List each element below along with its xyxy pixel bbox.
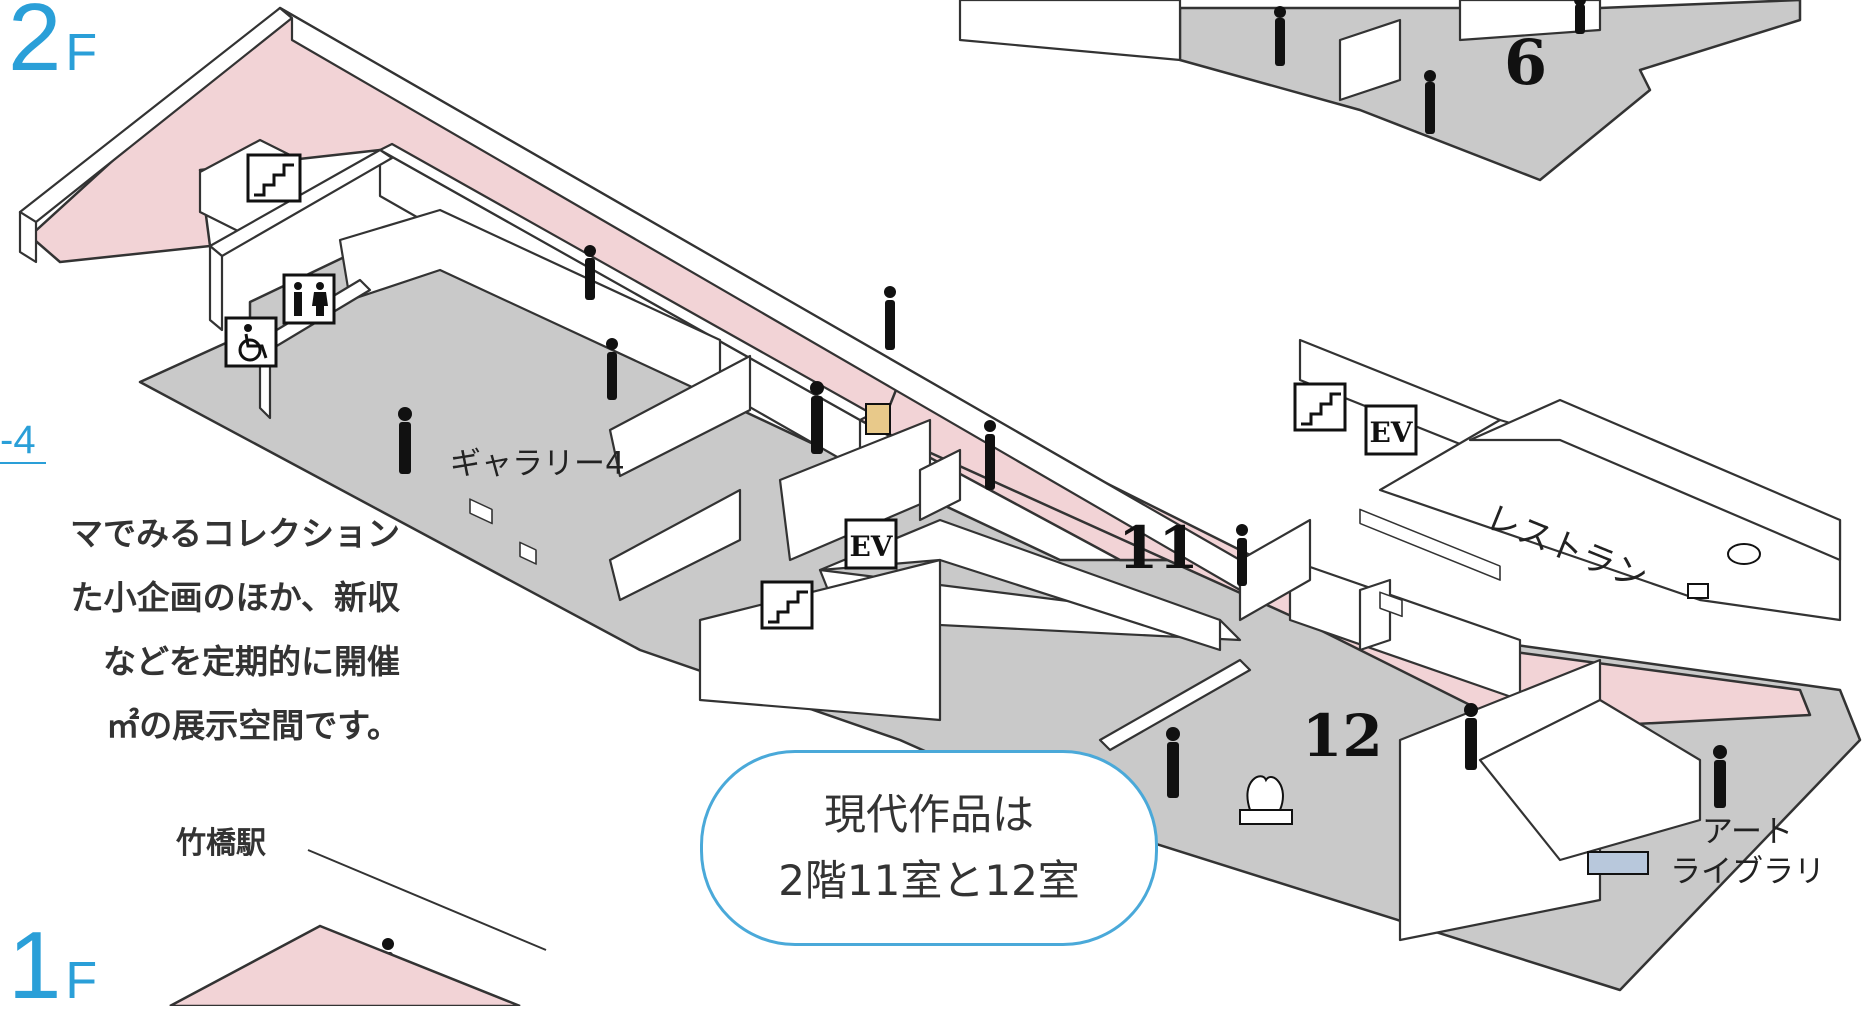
gallery-4-link[interactable]: -4	[0, 418, 46, 464]
wheelchair-icon	[224, 316, 278, 368]
room-label-gallery4: ギャラリー4	[450, 446, 625, 482]
art-library-line1: アート	[1701, 814, 1794, 850]
description-line: ㎡の展示空間です。	[106, 706, 400, 745]
room-number-12: 12	[1302, 702, 1383, 770]
room-number-11: 11	[1118, 514, 1199, 582]
contemporary-works-callout: 現代作品は 2階11室と12室	[700, 750, 1158, 946]
station-label: 竹橋駅	[176, 826, 266, 861]
floor-number: 1	[8, 912, 61, 1019]
floor-1f-plan	[169, 849, 547, 1006]
ev-label: EV	[849, 530, 893, 563]
walls	[18, 0, 1842, 942]
elevator-icon: EV	[844, 518, 898, 570]
room-label-art-library: アート ライブラリ	[1670, 812, 1825, 892]
gallery-description: マでみるコレクション た小企画のほか、新収 などを定期的に開催 ㎡の展示空間です…	[0, 502, 400, 758]
description-line: マでみるコレクション	[70, 514, 400, 553]
stairs-icon	[246, 153, 302, 203]
callout-line2: 2階11室と12室	[778, 856, 1080, 905]
person-icon	[382, 0, 1727, 998]
description-line: などを定期的に開催	[103, 642, 400, 681]
callout-line1: 現代作品は	[823, 790, 1034, 839]
room-number-6: 6	[1504, 26, 1548, 99]
floor-unit: F	[65, 24, 98, 82]
stairs-icon	[760, 580, 814, 630]
room-6-floor	[1178, 0, 1802, 182]
elevator-icon: EV	[1364, 404, 1418, 456]
ev-label: EV	[1369, 416, 1413, 449]
table-icon	[1687, 543, 1761, 599]
stairs-icon	[1293, 382, 1347, 432]
floor-number: 2	[8, 0, 61, 91]
restroom-icon	[282, 273, 336, 325]
sculpture-icon	[1239, 775, 1293, 825]
art-library-line2: ライブラリ	[1670, 854, 1825, 890]
description-line: た小企画のほか、新収	[70, 578, 400, 617]
floor-unit: F	[65, 952, 98, 1010]
desk-icon	[865, 403, 1649, 875]
